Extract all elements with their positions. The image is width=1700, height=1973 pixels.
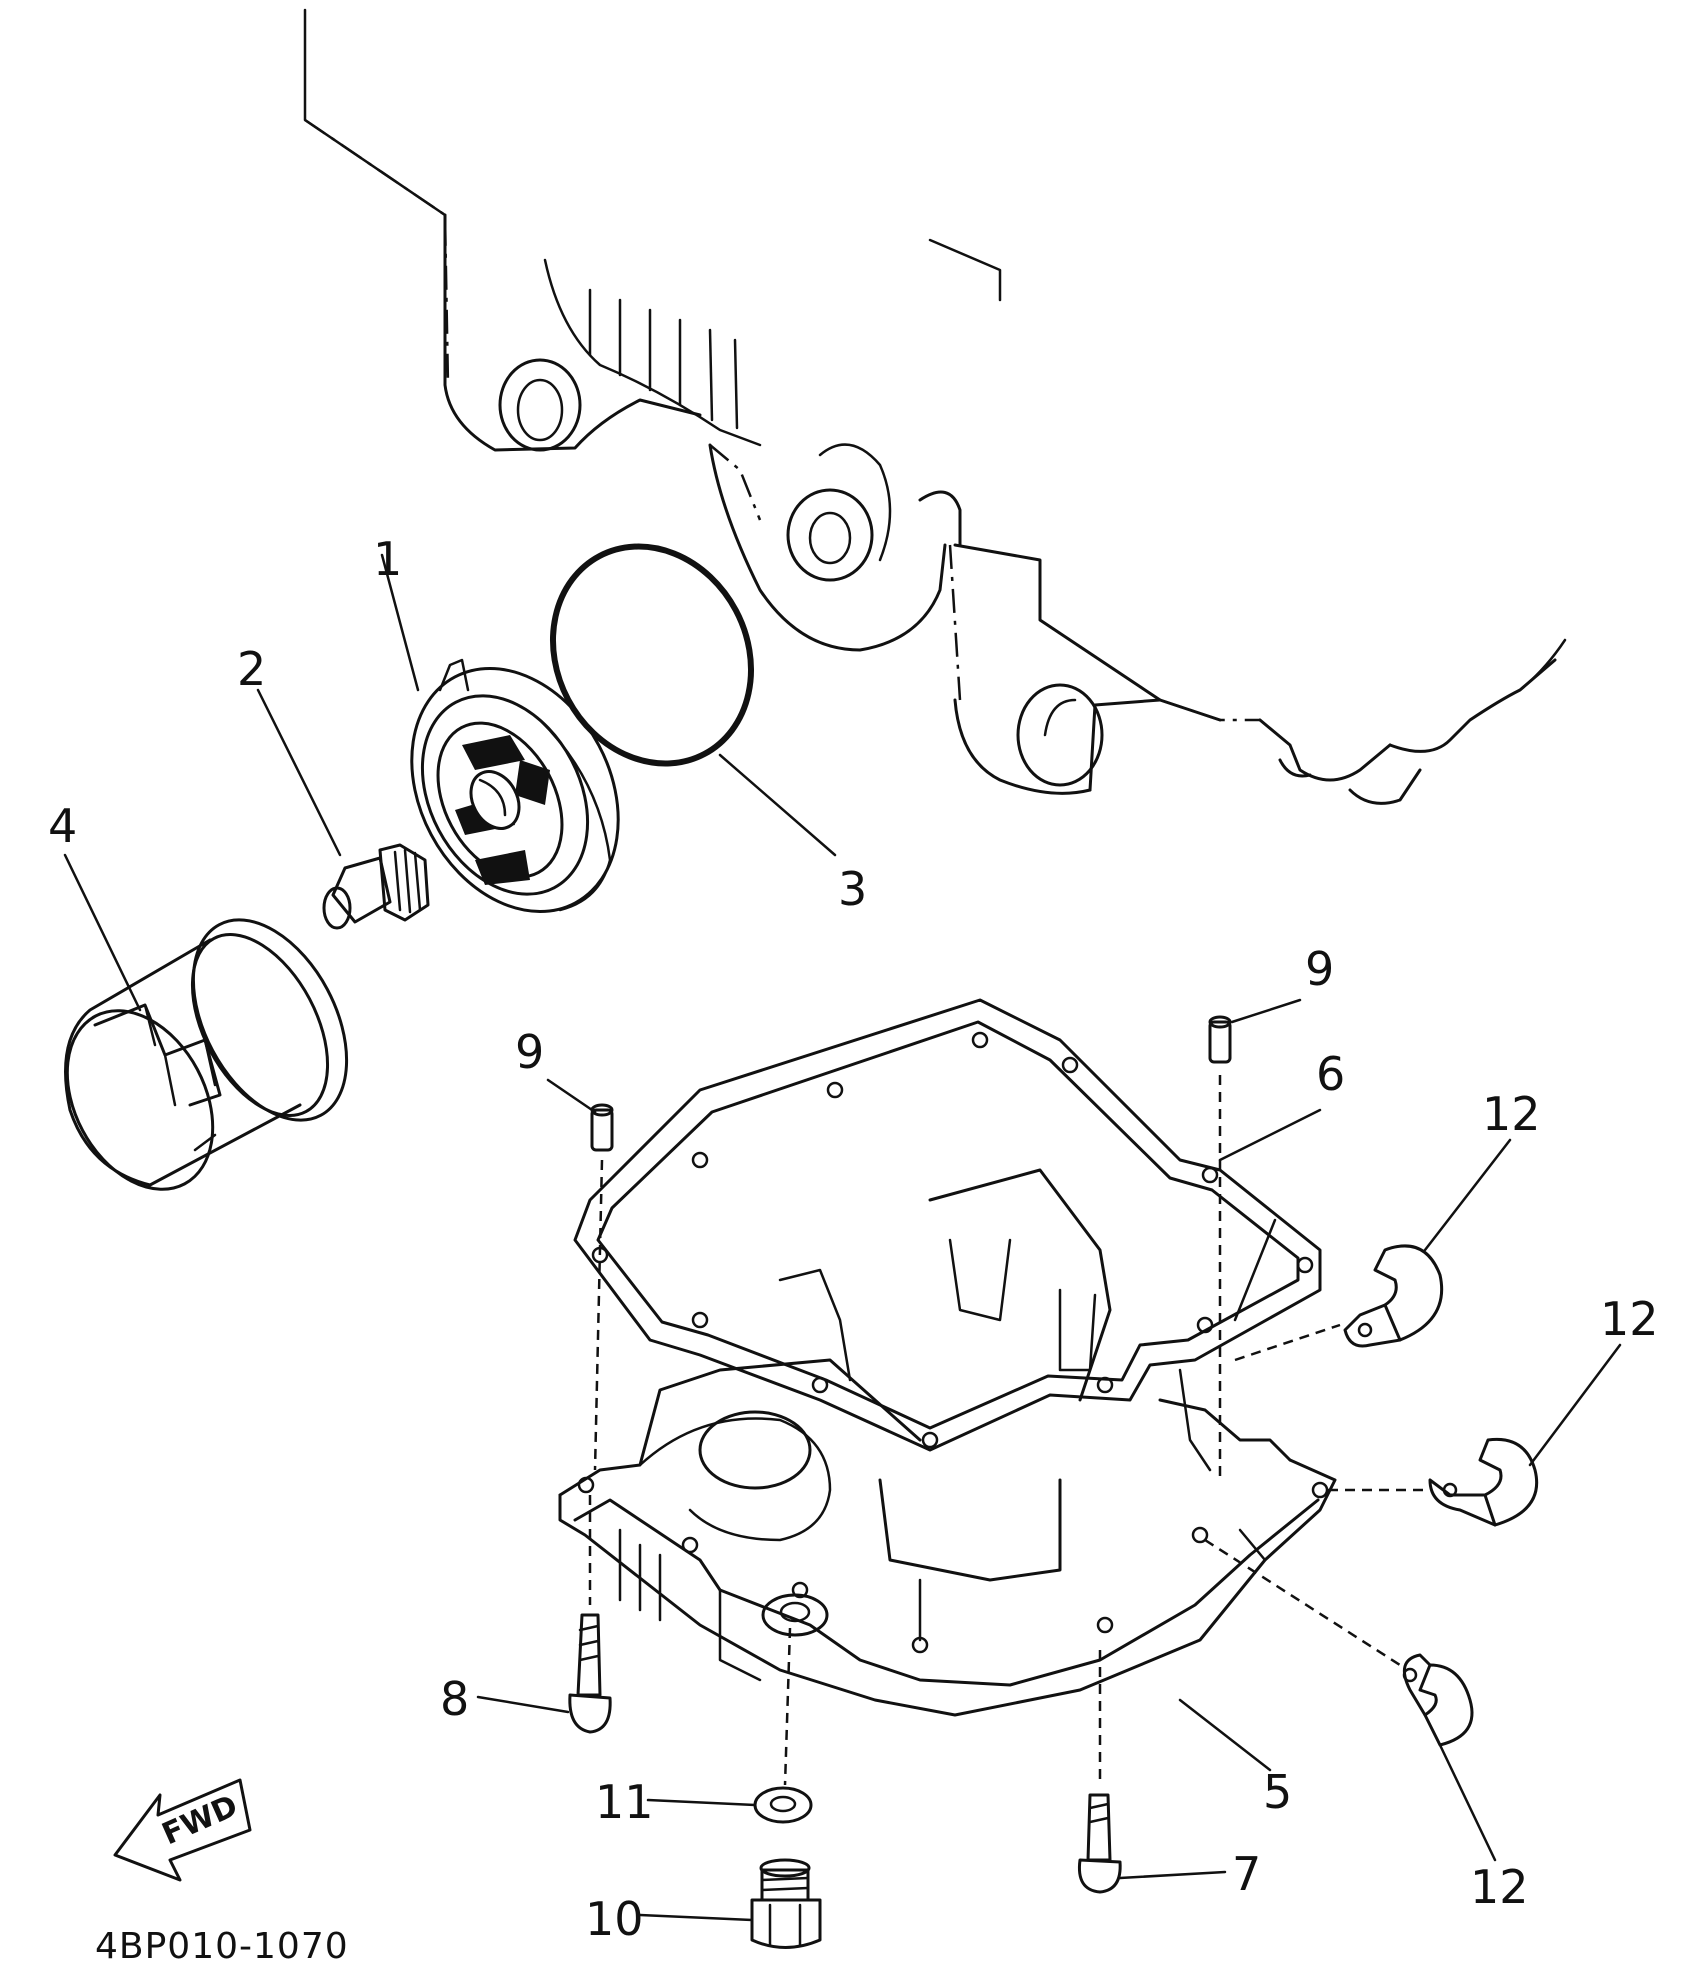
callout-9-right: 9 [1305,942,1334,996]
callout-12-lower: 12 [1470,1860,1529,1914]
o-ring [550,543,754,767]
callout-10: 10 [585,1892,644,1946]
callout-1: 1 [373,532,402,586]
callout-4: 4 [48,799,77,853]
callout-5: 5 [1263,1765,1292,1819]
oil-filter-cartridge [64,918,349,1191]
callout-6: 6 [1316,1047,1345,1101]
drawing-code: 4BP010-1070 [95,1926,349,1967]
callouts: 1 2 3 4 5 6 7 8 9 9 10 11 12 12 12 [48,532,1659,1946]
bolt-7 [1077,1793,1122,1894]
callout-12-middle: 12 [1600,1292,1659,1346]
drain-washer [753,1786,813,1824]
dowel-pin-right [1208,1015,1232,1064]
oil-pan [558,1168,1337,1717]
callout-2: 2 [237,642,266,696]
hose-clamp-middle [1428,1437,1539,1527]
oil-pan-gasket [573,998,1322,1452]
hose-clamp-upper [1343,1244,1444,1348]
union-bolt [322,843,430,930]
callout-11: 11 [595,1775,654,1829]
callout-8: 8 [440,1672,469,1726]
engine-crankcase [303,8,1567,805]
callout-9-left: 9 [515,1025,544,1079]
drain-bolt [750,1858,822,1949]
bolt-8 [568,1613,612,1734]
forward-arrow-icon: FWD [113,1778,252,1882]
oil-cooler-base [410,658,620,913]
callout-3: 3 [838,862,867,916]
callout-12-upper: 12 [1482,1087,1541,1141]
leader-lines [63,553,1622,1922]
callout-7: 7 [1232,1847,1261,1901]
assembly-lines [588,1075,1430,1786]
hose-clamp-lower [1402,1653,1474,1747]
